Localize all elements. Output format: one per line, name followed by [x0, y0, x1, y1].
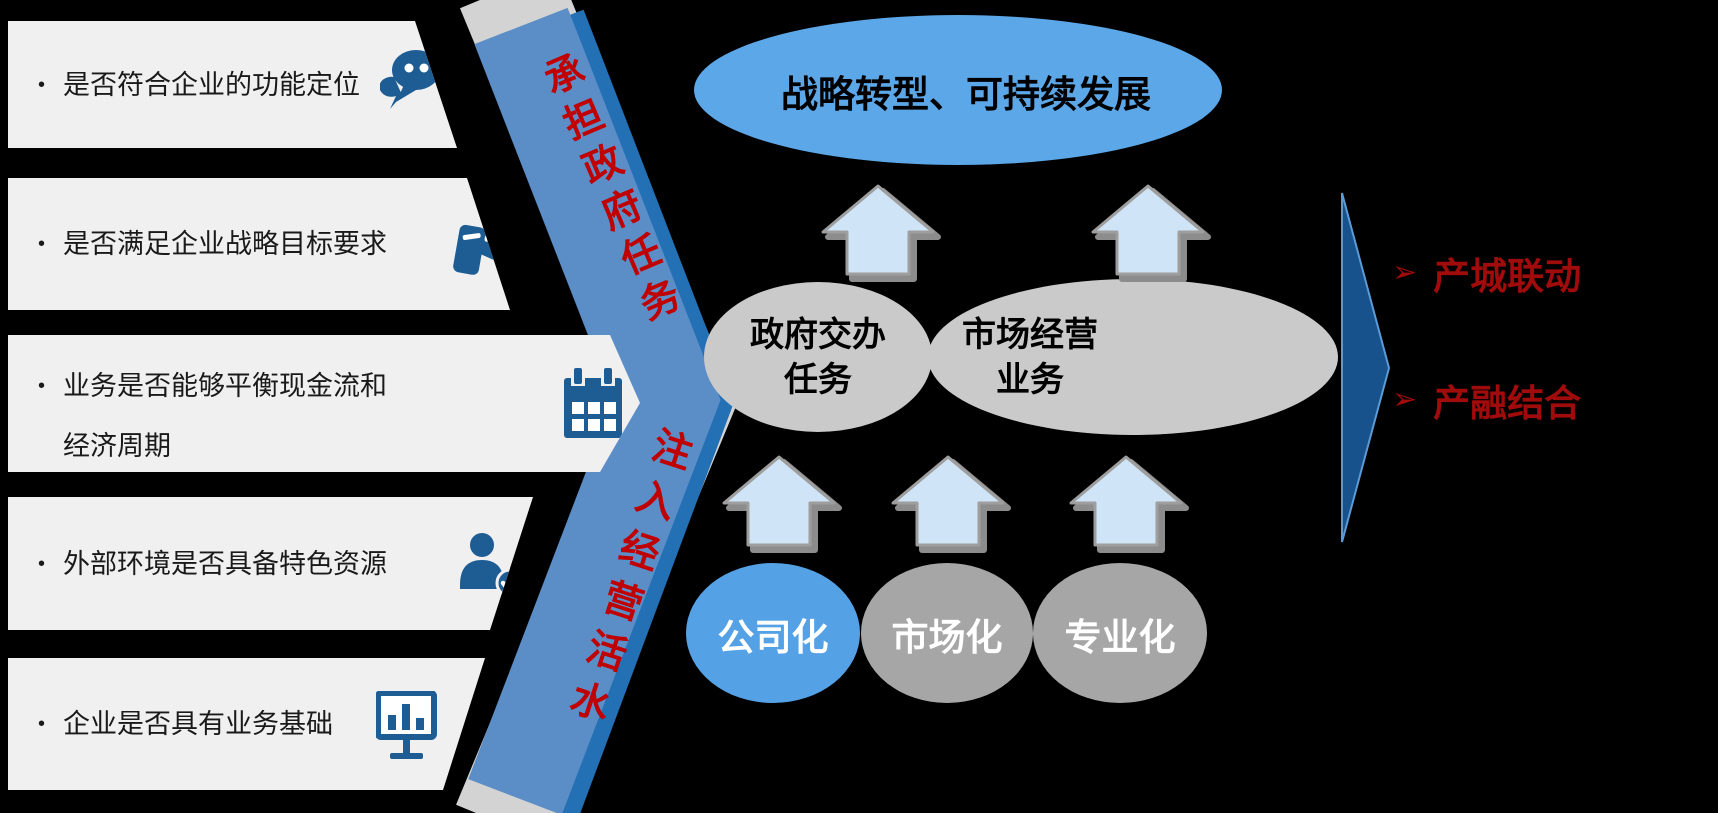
criteria-item-5: • 企业是否具有业务基础	[8, 658, 485, 790]
middle-left-label-line2: 任务	[784, 361, 852, 399]
bar-chart-monitor-icon	[375, 690, 438, 769]
bullet-dot: •	[38, 375, 46, 397]
criteria-item-5-text: 企业是否具有业务基础	[63, 709, 334, 739]
middle-right-label: 市场经营 业务	[962, 313, 1098, 403]
calendar-icon	[564, 368, 626, 452]
middle-right-ellipse	[928, 279, 1338, 435]
up-arrow-row2	[722, 455, 1186, 550]
foundation-ellipse-1	[686, 563, 860, 703]
outcome-item-2-text: 产融结合	[1433, 383, 1582, 424]
middle-left-label-line1: 政府交办	[750, 316, 886, 354]
middle-left-label: 政府交办 任务	[750, 313, 886, 403]
bullet-dot: •	[38, 73, 46, 96]
criteria-item-2: • 是否满足企业战略目标要求	[8, 178, 510, 310]
bullet-dot: •	[38, 233, 46, 255]
foundation-label-2: 市场化	[891, 617, 1003, 658]
up-arrow-row1	[821, 184, 1208, 279]
middle-right-label-line2: 业务	[996, 361, 1064, 399]
goal-ellipse	[694, 15, 1222, 165]
foundation-label-1: 公司化	[717, 617, 829, 658]
criteria-item-4-text: 外部环境是否具备特色资源	[63, 548, 388, 579]
outcome-item-1-text: 产城联动	[1433, 256, 1582, 297]
middle-right-label-line1: 市场经营	[962, 316, 1098, 354]
arrowhead-bullet-icon: ➢	[1392, 256, 1418, 289]
criteria-item-1-text: 是否符合企业的功能定位	[63, 69, 361, 100]
criteria-item-3-text-line2: 经济周期	[63, 431, 172, 461]
bullet-dot: •	[38, 713, 46, 735]
foundation-ellipse-3	[1033, 563, 1207, 703]
middle-left-ellipse	[704, 282, 932, 432]
goal-label: 战略转型、可持续发展	[781, 74, 1151, 115]
criteria-item-1: • 是否符合企业的功能定位	[8, 21, 457, 148]
outcome-item-1: ➢ 产城联动	[1392, 246, 1581, 300]
foundation-label-3: 专业化	[1064, 617, 1176, 658]
chevron-band	[456, 0, 738, 813]
criteria-item-4: • 外部环境是否具备特色资源	[8, 497, 533, 630]
criteria-item-3: • 业务是否能够平衡现金流和 经济周期	[8, 335, 640, 472]
criteria-item-3-text-line1: 业务是否能够平衡现金流和	[63, 371, 388, 401]
pointer-triangle	[1341, 192, 1391, 543]
bullet-dot: •	[38, 552, 46, 575]
arrowhead-bullet-icon: ➢	[1392, 383, 1418, 416]
criteria-item-2-text: 是否满足企业战略目标要求	[63, 229, 388, 259]
outcome-item-2: ➢ 产融结合	[1392, 373, 1581, 427]
foundation-ellipse-2	[861, 563, 1033, 703]
